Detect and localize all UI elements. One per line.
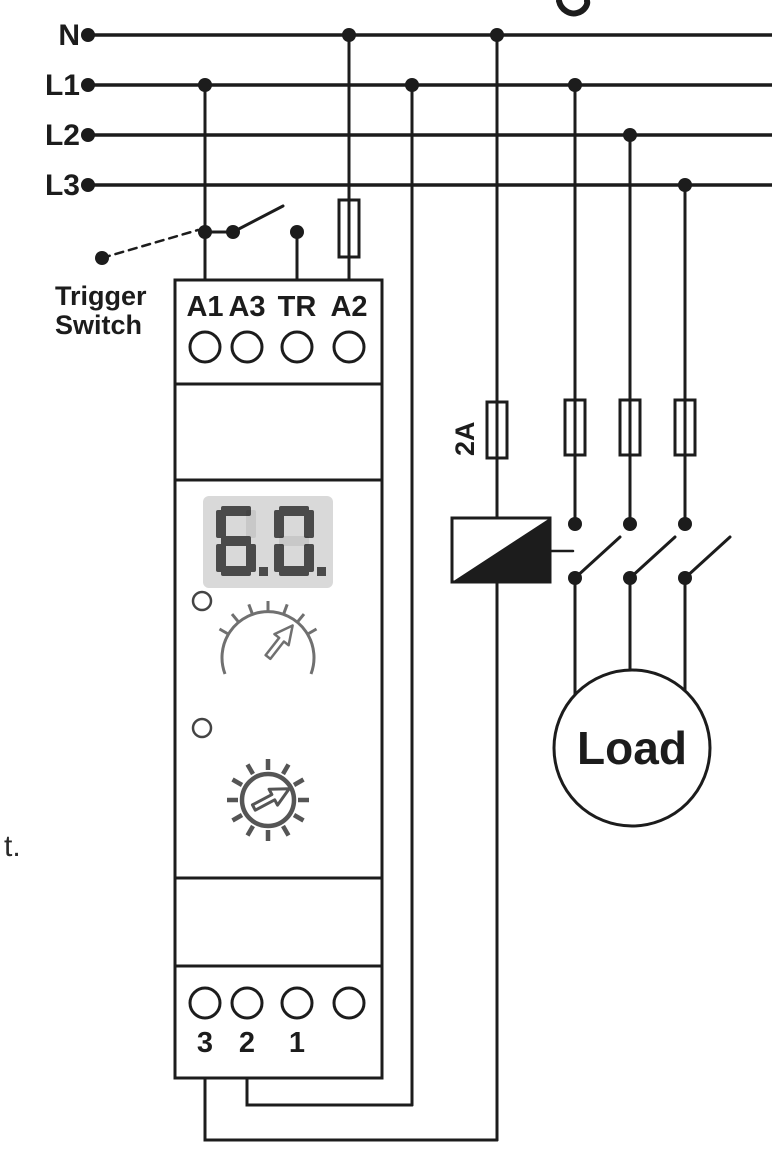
- fuse-load-l3: [673, 398, 697, 457]
- dial-needle: [264, 624, 294, 661]
- terminal-label-1: 1: [289, 1027, 305, 1059]
- bus-label-l3: L3: [45, 169, 80, 202]
- switch-pointer-dot: [95, 251, 109, 265]
- terminal-screw-a3: [230, 330, 264, 364]
- knob-arrow: [250, 787, 291, 812]
- terminal-screw-1: [280, 986, 314, 1020]
- cropped-text-fragment-top: [556, 0, 591, 17]
- display-digits: [216, 506, 326, 576]
- cropped-text-left-edge: t.: [4, 830, 21, 863]
- fuse-load-l1: [563, 398, 587, 457]
- switch-pivot-dot: [226, 225, 240, 239]
- load-label: Load: [577, 722, 687, 774]
- terminal-screw-unlabeled: [332, 986, 366, 1020]
- terminal-screw-2: [230, 986, 264, 1020]
- terminal-label-2: 2: [239, 1027, 255, 1059]
- switch-lever: [231, 204, 285, 234]
- timer-relay-module: A1 A3 TR A2: [173, 278, 384, 1080]
- rotary-knob-icon: [227, 759, 309, 841]
- contact-lever-3: [683, 535, 732, 580]
- terminal-screw-tr: [280, 330, 314, 364]
- terminal-screw-a2: [332, 330, 366, 364]
- load-circle: [552, 668, 712, 828]
- fuse-a2-supply: [337, 198, 361, 259]
- status-led-2: [191, 717, 213, 739]
- terminal-label-tr: TR: [278, 291, 317, 323]
- contact-lever-2: [628, 535, 677, 580]
- terminal-screw-a1: [188, 330, 222, 364]
- fuse-2a-coil: [485, 400, 509, 460]
- module-body: [173, 278, 384, 1080]
- switch-pointer-dashed-line: [100, 228, 200, 260]
- power-bus-lines: N L1 L2 L3: [45, 19, 772, 202]
- trigger-switch-label-line1: Trigger: [55, 281, 147, 311]
- wire-terminal2-return: [245, 1076, 414, 1107]
- status-led-1: [191, 590, 213, 612]
- seven-segment-display: [203, 496, 333, 588]
- terminal-label-3: 3: [197, 1027, 213, 1059]
- trigger-switch: Trigger Switch: [55, 204, 304, 340]
- terminal-label-a1: A1: [186, 291, 223, 323]
- wires: [203, 33, 687, 1142]
- fuses: 2A: [337, 198, 697, 460]
- terminal-label-a2: A2: [330, 291, 367, 323]
- bus-label-l2: L2: [45, 119, 80, 152]
- wire-terminal3-return: [203, 1076, 499, 1142]
- bus-label-l1: L1: [45, 69, 80, 102]
- load-symbol: Load: [552, 668, 712, 828]
- contactor: [450, 516, 732, 585]
- contact-lever-1: [573, 535, 622, 580]
- trigger-switch-label-line2: Switch: [55, 310, 142, 340]
- fuse-load-l2: [618, 398, 642, 457]
- switch-contact-dot: [290, 225, 304, 239]
- analog-scale-dial-icon: [218, 601, 318, 675]
- terminal-label-a3: A3: [228, 291, 265, 323]
- fuse-2a-label: 2A: [450, 421, 480, 456]
- switch-junction-dot: [198, 225, 212, 239]
- terminal-screw-3: [188, 986, 222, 1020]
- bus-label-n: N: [58, 19, 80, 52]
- contactor-coil-triangle: [452, 518, 550, 582]
- junction-dots: [81, 28, 692, 192]
